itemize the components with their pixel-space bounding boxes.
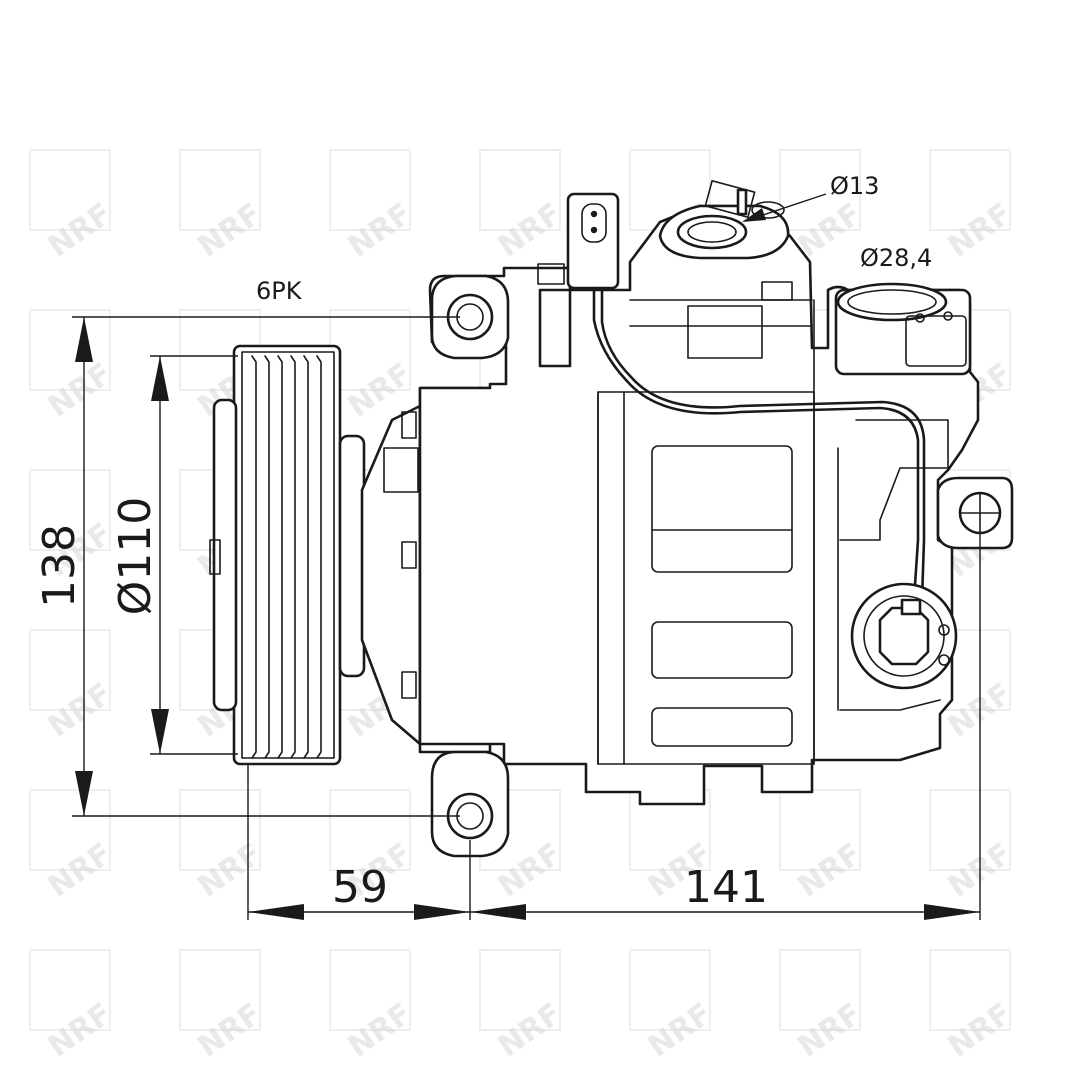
svg-text:NRF: NRF [42,996,118,1064]
arrow-pulley-bottom [151,709,169,754]
rear-end [834,282,1014,690]
svg-text:NRF: NRF [342,196,418,264]
svg-text:NRF: NRF [492,196,568,264]
body-window-1 [651,445,793,573]
connector-socket [581,203,607,243]
svg-text:NRF: NRF [192,196,268,264]
pulley-face [241,351,335,759]
watermark-logo: NRF [779,949,868,1065]
arrow-height-top [75,317,93,362]
watermark-logo: NRF [329,949,418,1065]
arrow-pulley-top [151,356,169,401]
watermark-logo: NRF [929,149,1018,265]
watermark-logo: NRF [929,949,1018,1065]
front-mount-ears [430,274,510,858]
front-bolt-2 [401,541,417,569]
label-port-13: Ø13 [830,172,879,200]
arrow-port-13 [742,208,766,222]
arrow-height-bottom [75,771,93,816]
front-bolt-3 [401,671,417,699]
watermark-logo: NRF [479,949,568,1065]
label-height: 138 [34,524,85,608]
svg-text:NRF: NRF [42,676,118,744]
pulley-body [232,344,342,766]
pulley [209,344,366,766]
svg-text:NRF: NRF [192,836,268,904]
svg-text:NRF: NRF [942,996,1018,1064]
watermark-logo: NRF [29,149,118,265]
label-pulley-diameter: Ø110 [110,497,161,616]
watermark-logo: NRF [179,949,268,1065]
watermark-logo: NRF [29,789,118,905]
svg-text:NRF: NRF [792,996,868,1064]
small-port [751,201,785,219]
svg-text:NRF: NRF [192,996,268,1064]
body-window-2 [651,621,793,679]
watermark-logo: NRF [29,629,118,745]
watermark-logo: NRF [479,149,568,265]
pulley-grooves [251,355,322,759]
clutch-plate [212,398,238,712]
label-belt-profile: 6PK [256,277,303,305]
label-pulley-offset: 59 [332,862,388,913]
svg-text:NRF: NRF [492,996,568,1064]
main-body [418,179,980,806]
clutch-nut [209,539,221,575]
svg-text:NRF: NRF [642,996,718,1064]
body-window-3 [651,707,793,747]
arrow-59-left [248,904,304,920]
svg-text:NRF: NRF [42,356,118,424]
connector-housing [566,192,620,290]
svg-text:NRF: NRF [42,836,118,904]
watermark-logo: NRF [29,309,118,425]
port-tab [704,179,756,219]
watermark-logo: NRF [329,149,418,265]
watermark-logo: NRF [29,949,118,1065]
discharge-port-13 [676,214,748,250]
svg-text:NRF: NRF [342,996,418,1064]
svg-text:NRF: NRF [942,196,1018,264]
svg-text:NRF: NRF [42,196,118,264]
watermark-logo: NRF [329,309,418,425]
watermark-logo: NRF [179,149,268,265]
front-cone [360,404,422,746]
watermark-logo: NRF [929,789,1018,905]
svg-text:NRF: NRF [792,836,868,904]
arrow-59-right [414,904,470,920]
top-bolt [761,281,793,301]
port-bolt [537,263,565,285]
front-bolt-1 [401,411,417,439]
body-block [687,305,763,359]
suction-boss [905,315,967,367]
labels: 6PK 138 Ø110 59 141 Ø13 Ø28,4 [34,172,932,913]
watermark-logo: NRF [779,789,868,905]
pulley-hub [338,434,366,678]
sensor-wire [592,286,920,602]
valve-nut [878,606,930,666]
arrow-141-left [470,904,526,920]
port-pin [736,188,748,216]
arrow-141-right [924,904,980,920]
label-body-length: 141 [684,862,768,913]
connector-pin-2 [590,226,598,234]
port-stub [538,288,572,368]
connector-pin-1 [590,210,598,218]
watermark-logo: NRF [629,949,718,1065]
electrical-connector [566,192,926,602]
watermark-logo: NRF [179,789,268,905]
dimension-lines [72,193,981,920]
label-port-28: Ø28,4 [860,244,932,272]
coil-connector [383,447,419,493]
wire-terminal [900,598,922,616]
